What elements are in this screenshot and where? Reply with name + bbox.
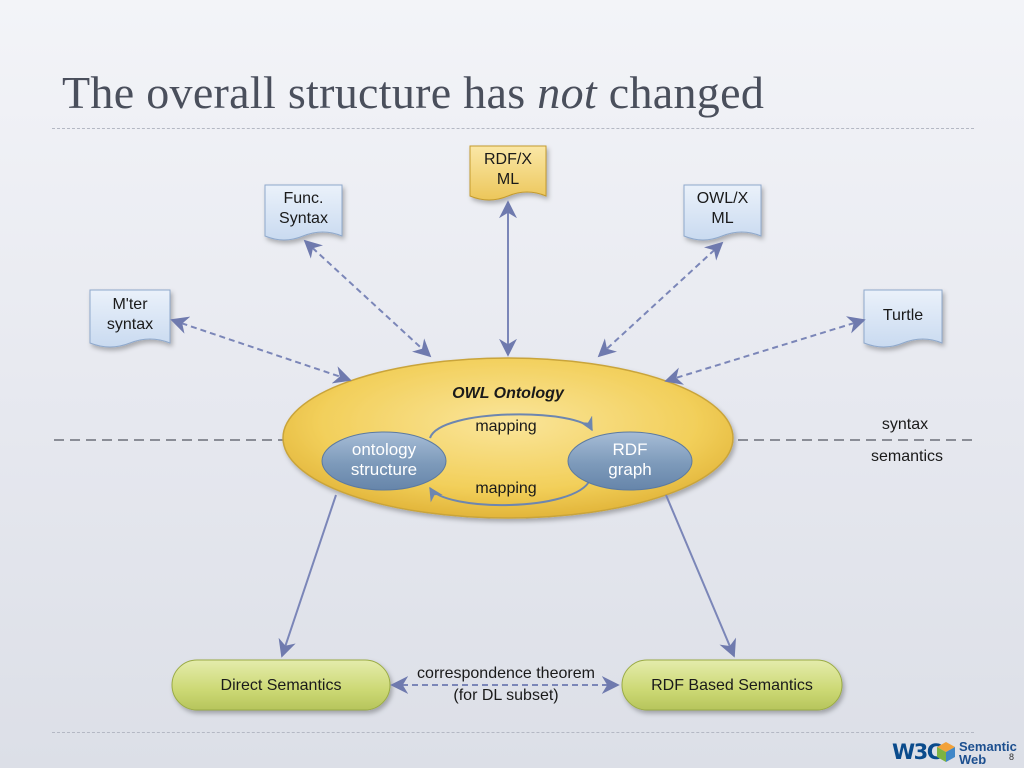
mter-syntax-label: M'ter syntax	[106, 296, 154, 333]
semantic-web-logo-text: Semantic Web	[959, 739, 1017, 767]
arrow-turtle	[664, 316, 866, 385]
w3c-semantic-web-logo: W3C Semantic Web	[892, 738, 1022, 768]
syntax-layer-label: syntax	[881, 416, 929, 433]
page-title: The overall structure has not changed	[62, 66, 764, 119]
semantics-layer-label: semantics	[870, 448, 944, 465]
rdf-graph-label: RDF graph	[608, 440, 652, 479]
rdf-semantics-label: RDF Based Semantics	[651, 677, 813, 694]
title-divider	[52, 128, 974, 129]
owl-ontology-title: OWL Ontology	[452, 385, 564, 402]
doc-mter-syntax	[89, 289, 171, 348]
correspondence-theorem-label: correspondence theorem (for DL subset)	[417, 665, 595, 704]
ontology-structure-label: ontology structure	[350, 440, 418, 479]
ontology-structure-node	[321, 431, 447, 491]
mapping-bottom-label: mapping	[475, 480, 537, 497]
doc-owlxml	[683, 184, 762, 241]
w3c-logo-text: W3C	[892, 740, 942, 764]
direct-semantics-label: Direct Semantics	[220, 677, 342, 694]
arrow-to-direct-semantics	[278, 494, 337, 658]
mapping-arrow-top	[429, 413, 593, 439]
rdf-graph-node	[567, 431, 693, 491]
func-syntax-label: Func. Syntax	[279, 190, 328, 227]
title-suffix: changed	[596, 67, 765, 118]
title-emphasis: not	[537, 67, 597, 118]
owlxml-label: OWL/X ML	[696, 190, 749, 227]
semantic-web-cube-icon	[937, 742, 955, 762]
rdfxml-label: RDF/X ML	[484, 151, 532, 188]
direct-semantics-pill	[171, 659, 391, 711]
rdf-semantics-pill	[621, 659, 843, 711]
arrow-func-syntax	[303, 239, 432, 358]
doc-func-syntax	[264, 184, 343, 241]
mapping-top-label: mapping	[475, 418, 537, 435]
doc-rdfxml	[469, 145, 547, 201]
mapping-arrow-bottom	[429, 479, 591, 507]
title-prefix: The overall structure has	[62, 67, 538, 118]
footer-divider	[52, 732, 974, 733]
slide-number: 8	[1008, 752, 1014, 762]
doc-turtle	[863, 289, 943, 348]
arrow-owlxml	[597, 241, 724, 358]
turtle-label: Turtle	[882, 307, 924, 324]
arrow-to-rdf-semantics	[665, 494, 736, 658]
arrow-mter-syntax	[170, 316, 352, 384]
